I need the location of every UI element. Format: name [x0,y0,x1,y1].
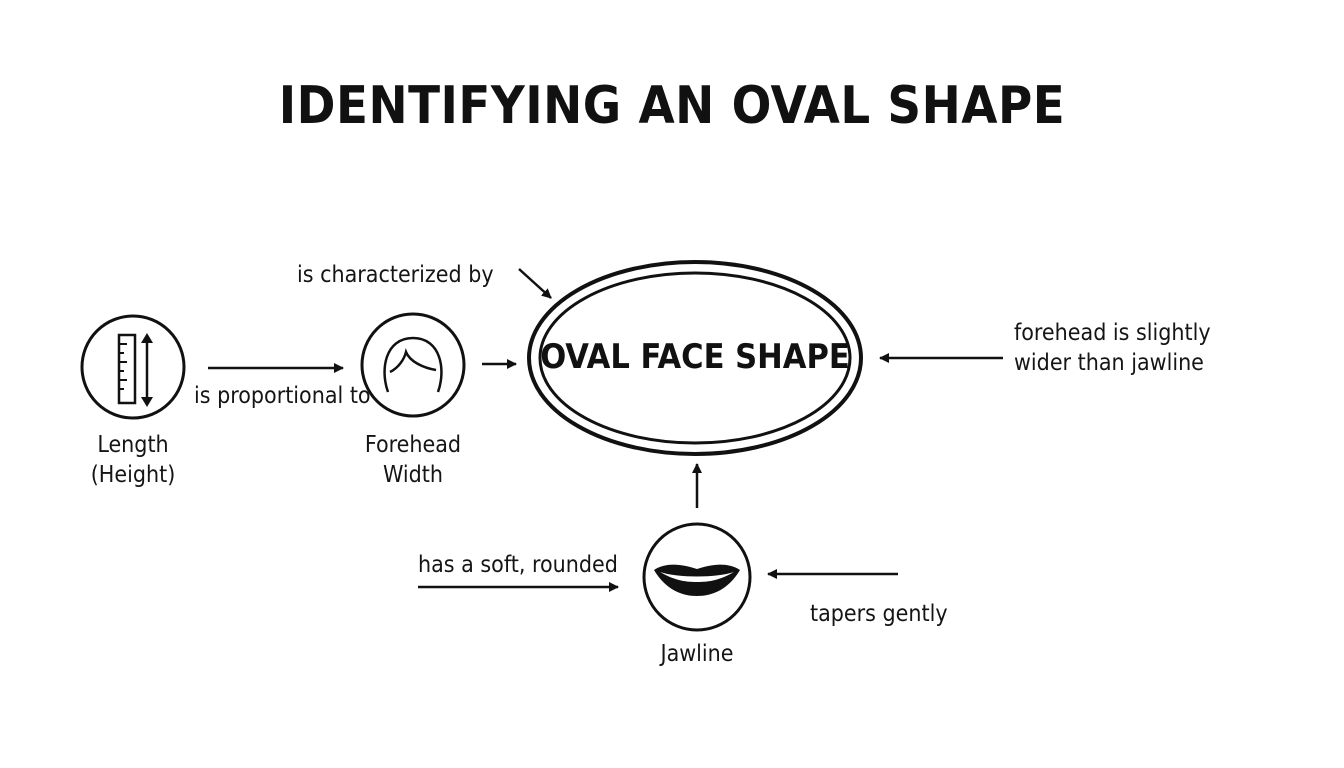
edge-label-soft-rounded: has a soft, rounded [418,552,618,578]
forehead-node-label: Forehead Width [343,430,483,490]
forehead-label-line2: Width [382,462,444,488]
page-title: IDENTIFYING AN OVAL SHAPE [278,76,1066,136]
edge-label-forehead-wider: forehead is slightly wider than jawline [1014,318,1211,378]
length-node-label: Length (Height) [63,430,203,490]
edge-label-tapers-gently: tapers gently [810,601,948,627]
forehead-wider-line1: forehead is slightly [1014,320,1211,346]
length-label-line2: (Height) [90,462,176,488]
jawline-node-circle [642,522,752,632]
edge-label-is-proportional-to: is proportional to [194,383,371,409]
length-node-circle [80,314,186,420]
length-label-line1: Length [97,432,169,458]
lips-icon [654,564,740,596]
jawline-node-label: Jawline [660,641,734,667]
forehead-node-circle [360,312,466,418]
hair-head-outline-icon [383,336,443,393]
edge-label-is-characterized-by: is characterized by [297,262,494,288]
oval-face-shape-node [527,260,863,456]
forehead-wider-line2: wider than jawline [1014,350,1204,376]
arrow-characterized-by [518,268,552,299]
forehead-label-line1: Forehead [364,432,462,458]
ruler-vertical-arrow-icon [117,333,153,407]
oval-face-shape-label: OVAL FACE SHAPE [540,337,850,377]
